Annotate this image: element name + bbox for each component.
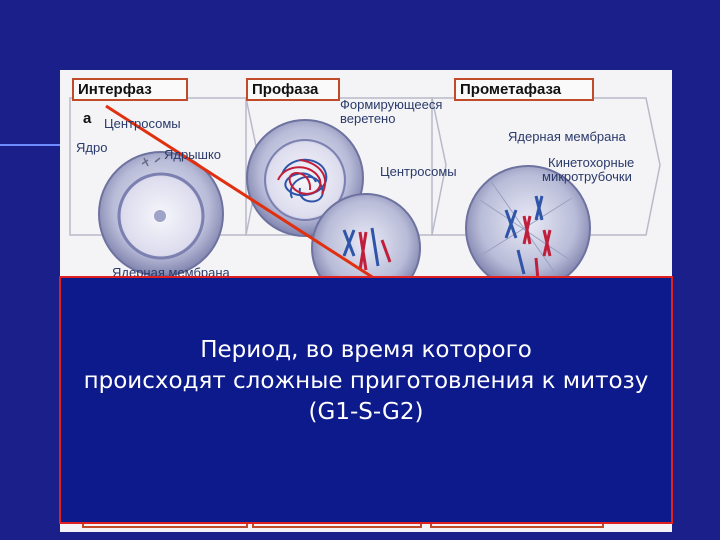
pointer-line (105, 104, 381, 284)
prophase-cell (246, 119, 364, 237)
definition-line-3: (G1-S-G2) (308, 398, 424, 425)
decorative-line (0, 144, 70, 146)
definition-text: Период, во время которого происходят сло… (84, 335, 649, 428)
label-centrosomes-1: Центросомы (104, 116, 181, 131)
stage-label-interphase-text: Интерфаз (78, 81, 152, 98)
prometaphase-cell (465, 165, 591, 291)
interphase-cell (98, 151, 224, 277)
stage-label-prophase: Профаза (246, 78, 340, 101)
label-nucleus: Ядро (76, 140, 108, 155)
label-nucleolus: Ядрышко (164, 147, 222, 162)
label-forming-spindle-1: Формирующееся (340, 97, 443, 112)
label-nuclear-membrane-top: Ядерная мембрана (508, 129, 626, 144)
label-kinetochore-2: микротрубочки (542, 169, 632, 184)
definition-line-1: Период, во время которого (200, 336, 532, 363)
late-prophase-cell (311, 193, 421, 303)
label-nuclear-membrane-bottom: Ядерная мембрана (112, 265, 230, 280)
stage-label-prometaphase: Прометафаза (454, 78, 594, 101)
label-centrosomes-2: Центросомы (380, 164, 457, 179)
label-forming-spindle-2: веретено (340, 111, 396, 126)
definition-overlay: Период, во время которого происходят сло… (59, 276, 673, 524)
stage-label-prometaphase-text: Прометафаза (460, 81, 562, 98)
stage-label-interphase: Интерфаз (72, 78, 188, 101)
stage-label-interphase-tail: а (83, 110, 92, 127)
stage-label-prophase-text: Профаза (252, 81, 319, 98)
label-kinetochore-1: Кинетохорные (548, 155, 635, 170)
definition-line-2: происходят сложные приготовления к митоз… (83, 367, 649, 394)
